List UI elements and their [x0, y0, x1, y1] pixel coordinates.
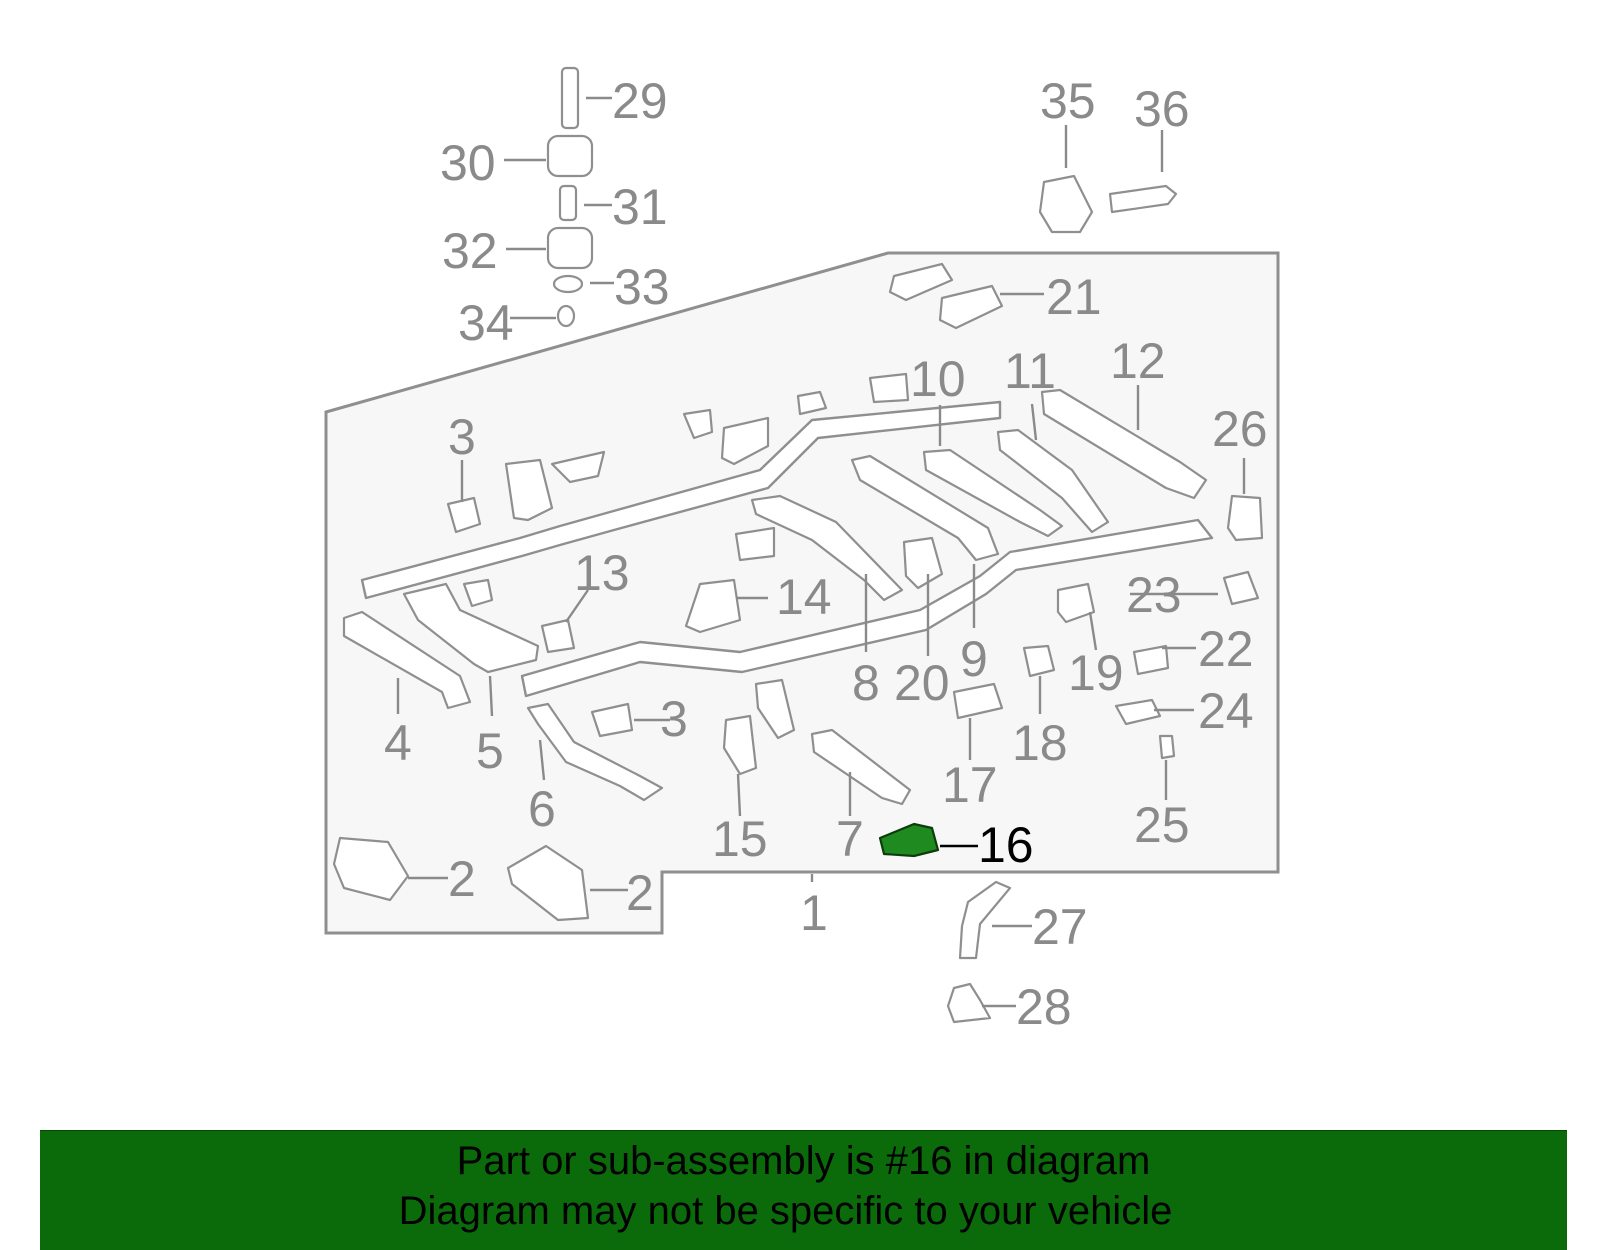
banner-line-disclaimer: Diagram may not be specific to your vehi…: [398, 1189, 1173, 1233]
callout-2: 2: [448, 851, 476, 907]
callout-14: 14: [776, 569, 832, 625]
callout-8: 8: [852, 655, 880, 711]
callout-15: 15: [712, 811, 768, 867]
callout-36: 36: [1134, 81, 1190, 137]
frame-parts: [332, 66, 1264, 1024]
callout-32: 32: [442, 223, 498, 279]
callout-27: 27: [1032, 899, 1088, 955]
callout-2: 2: [626, 865, 654, 921]
callout-33: 33: [614, 259, 670, 315]
part-16-highlighted: [878, 822, 940, 858]
frame-rails: [360, 400, 1214, 698]
callout-26: 26: [1212, 401, 1268, 457]
callout-25: 25: [1134, 797, 1190, 853]
callout-18: 18: [1012, 715, 1068, 771]
callout-24: 24: [1198, 683, 1254, 739]
callout-29: 29: [612, 73, 668, 129]
leader-lines: [396, 96, 1246, 1008]
callout-6: 6: [528, 781, 556, 837]
callout-35: 35: [1040, 73, 1096, 129]
callout-12: 12: [1110, 333, 1166, 389]
parts-diagram: 1 2 2 3 3 4 5 6 7 8 9 10 11 12 13 14 15 …: [324, 66, 1280, 1035]
callout-5: 5: [476, 723, 504, 779]
callout-34: 34: [458, 295, 514, 351]
callout-20: 20: [894, 655, 950, 711]
info-banner: Part or sub-assembly is #16 in diagram D…: [40, 1130, 1567, 1250]
callout-4: 4: [384, 715, 412, 771]
callout-1: 1: [800, 885, 828, 941]
callout-10: 10: [910, 351, 966, 407]
callout-3: 3: [660, 691, 688, 747]
callout-23: 23: [1126, 567, 1182, 623]
callout-11: 11: [1004, 343, 1056, 399]
callout-3: 3: [448, 409, 476, 465]
callout-13: 13: [574, 545, 630, 601]
banner-line-part: Part or sub-assembly is #16 in diagram: [456, 1139, 1151, 1183]
assembly-panel: [324, 251, 1280, 935]
callout-30: 30: [440, 135, 496, 191]
callout-17: 17: [942, 757, 998, 813]
callout-7: 7: [836, 811, 864, 867]
callout-22: 22: [1198, 621, 1254, 677]
callout-21: 21: [1046, 269, 1102, 325]
callout-31: 31: [612, 179, 668, 235]
callout-19: 19: [1068, 645, 1124, 701]
callout-28: 28: [1016, 979, 1072, 1035]
callout-9: 9: [960, 631, 988, 687]
callout-16: 16: [978, 817, 1034, 873]
callout-labels: 1 2 2 3 3 4 5 6 7 8 9 10 11 12 13 14 15 …: [384, 73, 1268, 1035]
